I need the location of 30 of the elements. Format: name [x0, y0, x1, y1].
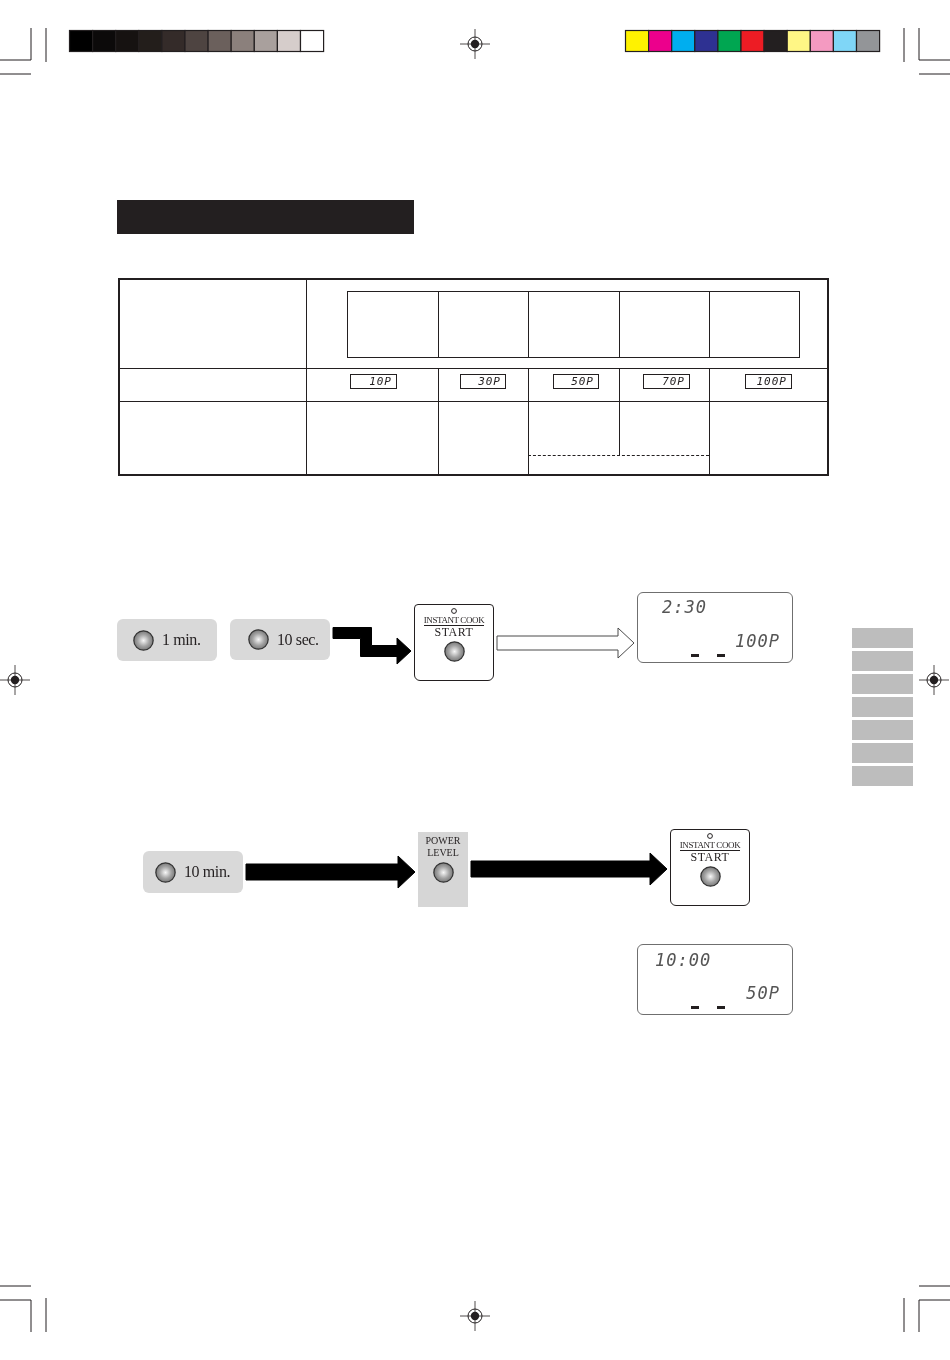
lcd-readout: 100P — [745, 374, 792, 389]
key-label: 10 min. — [184, 864, 231, 880]
start-key-panel — [414, 604, 494, 681]
title-bar — [117, 200, 414, 234]
lcd-readout: 10P — [350, 374, 397, 389]
block-arrow — [332, 627, 412, 665]
key-label: 10 sec. — [277, 631, 319, 648]
start-key-label: INSTANT COOK — [679, 840, 741, 851]
start-key-label: START — [434, 626, 474, 639]
time-key — [117, 619, 217, 661]
block-arrow — [245, 855, 416, 889]
start-key-label: START — [690, 851, 730, 864]
lcd-display — [637, 592, 793, 663]
block-arrow — [470, 852, 668, 886]
lcd-display — [637, 944, 793, 1015]
time-key — [230, 619, 330, 660]
time-key — [143, 851, 243, 893]
lcd-readout: 70P — [643, 374, 690, 389]
display-time: 10:00 — [655, 952, 712, 969]
display-time: 2:30 — [662, 599, 707, 616]
key-label: 1 min. — [162, 632, 201, 648]
start-key-label: INSTANT COOK — [423, 615, 485, 626]
hollow-arrow — [496, 627, 635, 659]
lcd-readout: 50P — [553, 374, 599, 389]
power-level-key — [418, 832, 468, 907]
power-level-label: POWER LEVEL — [424, 835, 462, 859]
display-power-level: 50P — [746, 985, 780, 1002]
start-key-panel — [670, 829, 750, 906]
display-power-level: 100P — [735, 633, 780, 650]
lcd-readout: 30P — [460, 374, 506, 389]
